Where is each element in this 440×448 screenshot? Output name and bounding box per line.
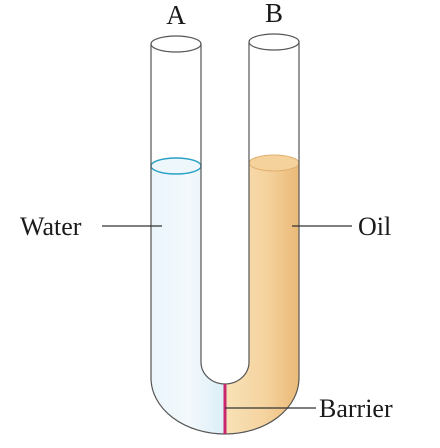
barrier-label: Barrier (319, 394, 393, 423)
oil-surface (248, 154, 300, 172)
water-surface (150, 157, 202, 175)
tube-b-opening (248, 33, 300, 51)
tube-a-label: A (166, 0, 186, 30)
water-label: Water (20, 212, 82, 241)
tube-a-opening (150, 35, 202, 53)
oil-column (225, 163, 299, 434)
oil-label: Oil (358, 212, 391, 241)
tube-b-label: B (265, 0, 283, 28)
water-column (151, 166, 225, 434)
